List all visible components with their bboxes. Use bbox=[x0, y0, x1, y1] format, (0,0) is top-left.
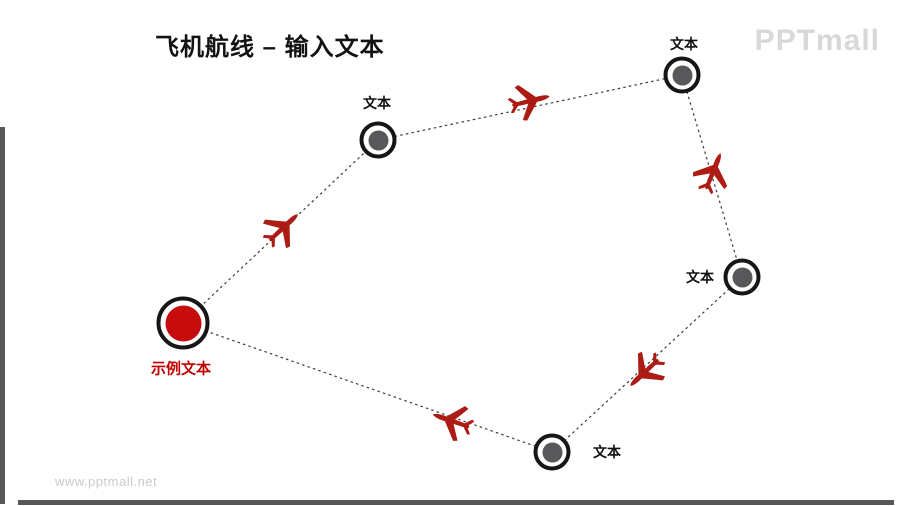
route-dashed-line bbox=[681, 74, 743, 278]
airplane-icon bbox=[682, 141, 744, 203]
node-label-start: 示例文本 bbox=[150, 360, 212, 378]
node-core-dot bbox=[542, 442, 562, 462]
slide-title: 飞机航线 – 输入文本 bbox=[155, 34, 385, 61]
airplane-icon bbox=[421, 390, 482, 451]
route-node-n5 bbox=[533, 433, 571, 471]
node-core-dot bbox=[368, 130, 388, 150]
frame-left-bar bbox=[0, 127, 5, 504]
node-core-dot bbox=[732, 267, 752, 287]
airplane-icon bbox=[249, 194, 317, 262]
route-node-n4 bbox=[723, 258, 761, 296]
route-node-start bbox=[156, 296, 210, 350]
frame-bottom-bar bbox=[18, 500, 894, 505]
node-label-n5: 文本 bbox=[593, 444, 621, 460]
pptmall-logo: PPTmall bbox=[754, 24, 880, 57]
node-label-n4: 文本 bbox=[686, 269, 714, 285]
airplane-icon bbox=[501, 72, 559, 130]
watermark-url: www.pptmall.net bbox=[55, 474, 158, 489]
route-dashed-line bbox=[182, 322, 553, 453]
node-label-n2: 文本 bbox=[363, 95, 391, 111]
airplane-icon bbox=[611, 338, 679, 406]
node-core-dot bbox=[165, 305, 201, 341]
node-label-n3: 文本 bbox=[670, 36, 698, 52]
route-node-n2 bbox=[359, 121, 397, 159]
route-dashed-line bbox=[182, 139, 379, 324]
node-core-dot bbox=[672, 65, 692, 85]
route-node-n3 bbox=[663, 56, 701, 94]
